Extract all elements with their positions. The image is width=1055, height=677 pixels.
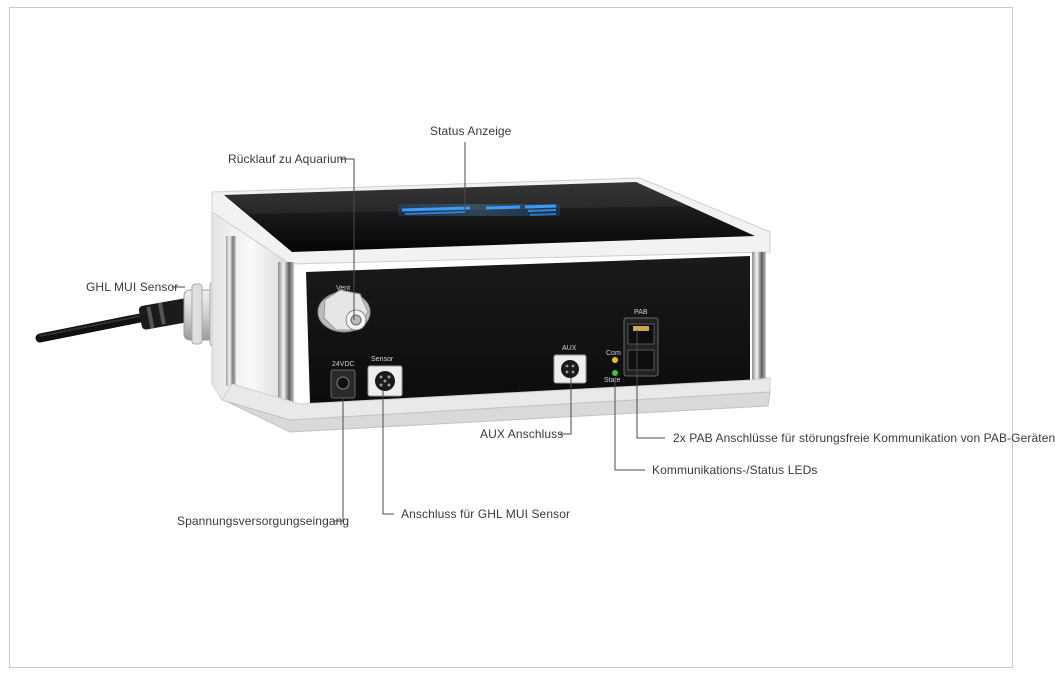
sensor-port — [367, 365, 403, 397]
status-display-logo — [398, 204, 560, 216]
callout-mui-sensor: GHL MUI Sensor — [86, 280, 179, 294]
com-led — [612, 357, 618, 363]
sensor-label: Sensor — [371, 356, 394, 363]
callout-status-display: Status Anzeige — [430, 124, 512, 138]
power-label: 24VDC — [332, 361, 355, 368]
callout-sensor-port: Anschluss für GHL MUI Sensor — [401, 507, 571, 521]
state-label: State — [604, 377, 620, 384]
state-led — [612, 370, 618, 376]
sensor-cable — [35, 298, 192, 343]
callout-aux-port: AUX Anschluss — [480, 427, 564, 441]
device-illustration: Vent 24VDC Sensor AUX PAB Com State — [35, 142, 771, 522]
callout-status-leds: Kommunikations-/Status LEDs — [652, 463, 818, 477]
vent-fitting — [317, 289, 371, 333]
callout-power-input: Spannungsversorgungseingang — [177, 514, 350, 528]
top-glass — [224, 182, 755, 252]
aux-label: AUX — [562, 345, 577, 352]
pab-label: PAB — [634, 309, 648, 316]
com-label: Com — [606, 350, 621, 357]
callout-pab-ports: 2x PAB Anschlüsse für störungsfreie Komm… — [673, 431, 1055, 445]
pab-ports — [623, 317, 659, 377]
leader-lines — [172, 142, 665, 522]
callout-return-to-aquarium: Rücklauf zu Aquarium — [228, 152, 347, 166]
vent-label: Vent — [336, 285, 350, 292]
aux-port — [553, 354, 587, 384]
